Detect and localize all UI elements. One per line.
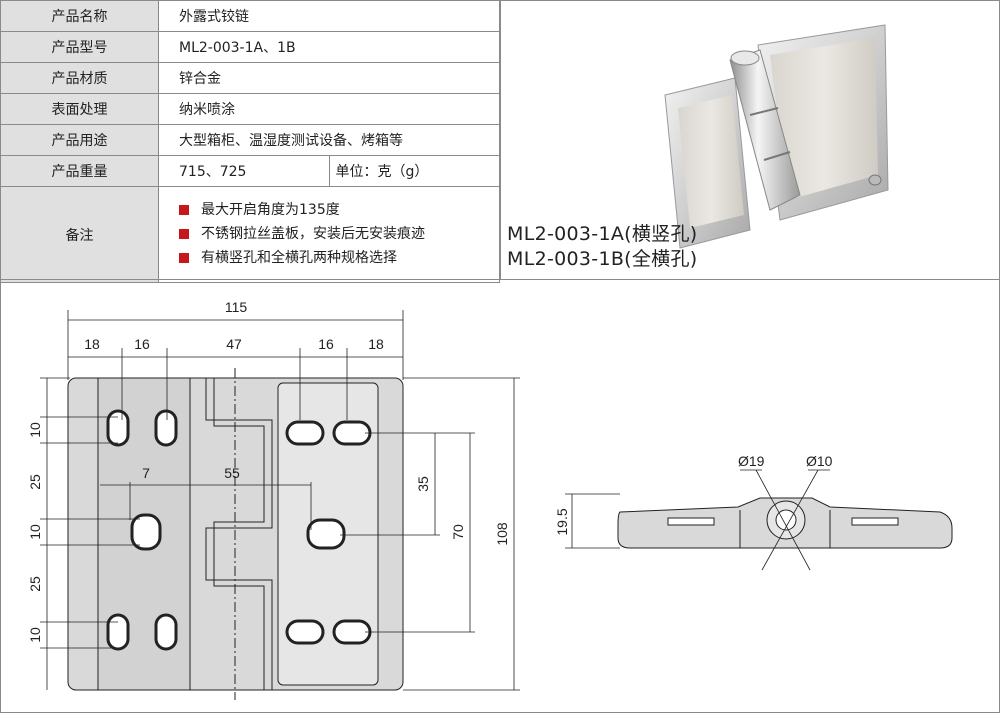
spec-row-notes: 备注 最大开启角度为135度 不锈钢拉丝盖板，安装后无安装痕迹 有横竖孔和全横孔…: [0, 186, 500, 283]
dim-left-height-1: 10: [27, 422, 43, 438]
side-view: [565, 469, 953, 571]
dim-offset-small: 7: [142, 465, 150, 481]
bullet-square-icon: [179, 229, 189, 239]
frame-top-border: [500, 0, 1000, 1]
note-item: 不锈钢拉丝盖板，安装后无安装痕迹: [179, 225, 499, 243]
spec-label: 产品用途: [0, 124, 159, 156]
dim-right-inner: 35: [415, 476, 431, 492]
spec-table: 产品名称 外露式铰链 产品型号 ML2-003-1A、1B 产品材质 锌合金 表…: [0, 0, 500, 283]
bullet-square-icon: [179, 253, 189, 263]
dim-dia-inner: Ø10: [806, 453, 833, 469]
technical-drawing: 115 18 16 47 16 18 10 25 10 25 10 7 55 3…: [27, 299, 953, 700]
knuckle-inner-outline: [213, 378, 265, 690]
spec-value: 纳米喷涂: [158, 93, 500, 125]
spec-row-finish: 表面处理 纳米喷涂: [0, 93, 500, 125]
slot-hole: [154, 409, 178, 447]
spec-label: 备注: [0, 186, 159, 283]
slot-hole: [285, 420, 325, 446]
dim-total-height: 108: [494, 522, 510, 546]
dim-right-outer: 70: [450, 524, 466, 540]
slot-hole: [106, 613, 130, 651]
slot-hole: [130, 513, 162, 551]
top-dimensions: [40, 310, 520, 691]
slot-hole: [332, 619, 372, 645]
model-label-a: ML2-003-1A(横竖孔): [507, 223, 698, 245]
slot-hole: [106, 409, 130, 447]
note-text: 不锈钢拉丝盖板，安装后无安装痕迹: [201, 226, 425, 242]
slot-hole: [332, 420, 372, 446]
dim-width-4: 16: [318, 336, 334, 352]
spec-label: 产品重量: [0, 155, 159, 187]
dim-total-width: 115: [225, 299, 248, 315]
spec-row-usage: 产品用途 大型箱柜、温湿度测试设备、烤箱等: [0, 124, 500, 156]
spec-value: 大型箱柜、温湿度测试设备、烤箱等: [158, 124, 500, 156]
spec-value: 715、725: [158, 155, 330, 187]
dim-width-1: 18: [84, 336, 100, 352]
spec-row-material: 产品材质 锌合金: [0, 62, 500, 94]
slot-hole: [285, 619, 325, 645]
knuckle-outline: [205, 378, 273, 690]
notes-list: 最大开启角度为135度 不锈钢拉丝盖板，安装后无安装痕迹 有横竖孔和全横孔两种规…: [179, 201, 499, 267]
bullet-square-icon: [179, 205, 189, 215]
dim-left-height-5: 10: [27, 627, 43, 643]
dim-offset-mid: 55: [224, 465, 240, 481]
dim-left-height-2: 25: [27, 474, 43, 490]
dim-dia-outer: Ø19: [738, 453, 765, 469]
spec-row-weight: 产品重量 715、725 单位：克（g）: [0, 155, 500, 187]
spec-row-model: 产品型号 ML2-003-1A、1B: [0, 31, 500, 63]
spec-value: 锌合金: [158, 62, 500, 94]
dim-width-3: 47: [226, 336, 242, 352]
side-slot: [667, 517, 715, 526]
slot-hole: [306, 518, 346, 550]
dim-left-height-3: 10: [27, 524, 43, 540]
dim-width-2: 16: [134, 336, 150, 352]
note-item: 最大开启角度为135度: [179, 201, 499, 219]
note-text: 最大开启角度为135度: [201, 202, 340, 218]
section-divider-horizontal: [0, 279, 1000, 280]
frame-left-border: [0, 0, 1, 713]
front-view: [40, 310, 520, 700]
notes-cell: 最大开启角度为135度 不锈钢拉丝盖板，安装后无安装痕迹 有横竖孔和全横孔两种规…: [158, 186, 500, 283]
spec-row-name: 产品名称 外露式铰链: [0, 0, 500, 32]
dim-width-5: 18: [368, 336, 384, 352]
spec-value: ML2-003-1A、1B: [158, 31, 500, 63]
dim-left-height-4: 25: [27, 576, 43, 592]
dim-side-height: 19.5: [554, 508, 570, 535]
section-divider-vertical: [500, 0, 501, 279]
spec-value: 外露式铰链: [158, 0, 500, 32]
spec-label: 产品材质: [0, 62, 159, 94]
spec-label: 产品型号: [0, 31, 159, 63]
spec-label: 表面处理: [0, 93, 159, 125]
note-text: 有横竖孔和全横孔两种规格选择: [201, 250, 397, 266]
note-item: 有横竖孔和全横孔两种规格选择: [179, 249, 499, 267]
model-label-b: ML2-003-1B(全横孔): [507, 248, 698, 270]
side-slot: [851, 517, 899, 526]
spec-unit: 单位：克（g）: [328, 155, 500, 187]
spec-label: 产品名称: [0, 0, 159, 32]
slot-hole: [154, 613, 178, 651]
pin-circle: [775, 509, 797, 531]
hinge-photo: [664, 24, 889, 249]
